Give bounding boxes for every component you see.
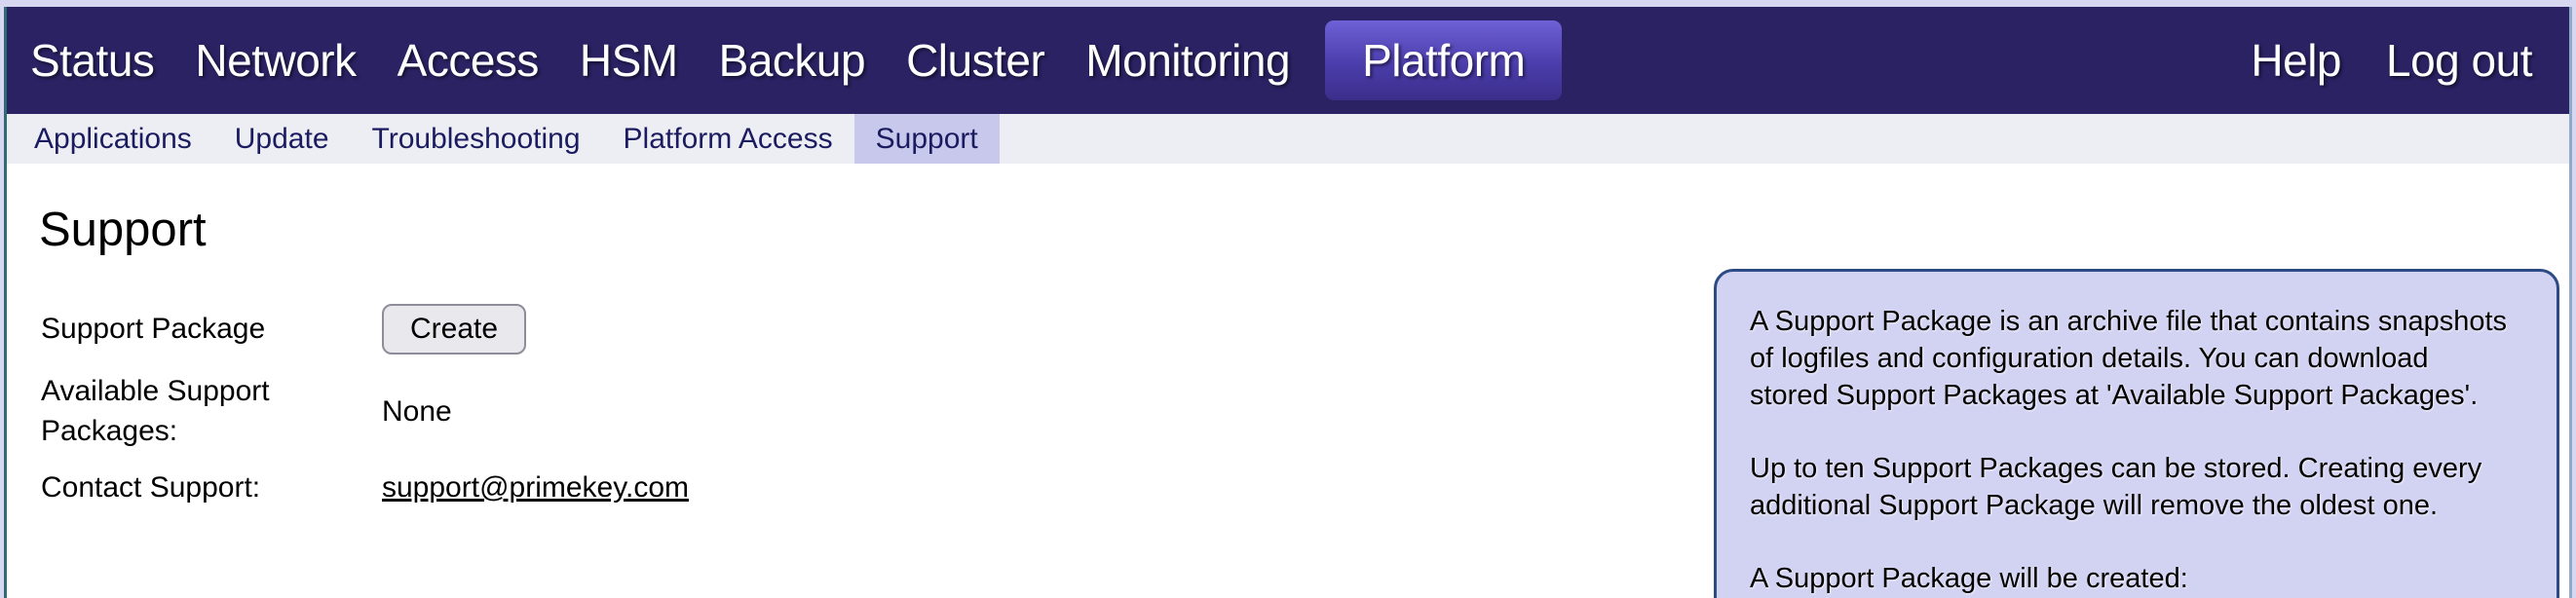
page-title: Support <box>39 204 207 256</box>
nav-item-hsm[interactable]: HSM <box>579 35 678 86</box>
support-package-label: Support Package <box>41 312 266 345</box>
nav-item-cluster[interactable]: Cluster <box>906 35 1045 86</box>
main-content: Support Support Package Create Available… <box>7 203 2569 598</box>
support-info-box: A Support Package is an archive file tha… <box>1714 269 2559 598</box>
support-form: Support Package Create Available Support… <box>41 304 2569 508</box>
topnav-right-group: Help Log out <box>2251 34 2544 87</box>
available-packages-value: None <box>382 394 452 428</box>
subnav-item-troubleshooting[interactable]: Troubleshooting <box>371 122 581 155</box>
info-paragraph-2: Up to ten Support Packages can be stored… <box>1750 453 2482 521</box>
create-button-cell: Create <box>382 304 2569 355</box>
nav-item-access[interactable]: Access <box>397 35 540 86</box>
create-button[interactable]: Create <box>382 304 527 355</box>
nav-item-monitoring[interactable]: Monitoring <box>1085 35 1291 86</box>
subnav-item-platform-access[interactable]: Platform Access <box>623 122 833 155</box>
sub-navigation-bar: Applications Update Troubleshooting Plat… <box>7 114 2569 164</box>
info-paragraph-3: A Support Package will be created: <box>1750 563 2188 594</box>
nav-item-platform[interactable]: Platform <box>1325 20 1563 100</box>
nav-item-status[interactable]: Status <box>30 35 155 86</box>
subnav-item-applications[interactable]: Applications <box>34 122 192 155</box>
nav-item-logout[interactable]: Log out <box>2386 35 2532 86</box>
subnav-item-update[interactable]: Update <box>234 122 329 155</box>
page-frame: Status Network Access HSM Backup Cluster… <box>4 7 2572 598</box>
nav-item-help[interactable]: Help <box>2251 35 2342 86</box>
available-packages-label: Available Support Packages: <box>41 375 270 447</box>
contact-support-link[interactable]: support@primekey.com <box>382 471 689 505</box>
top-navigation-bar: Status Network Access HSM Backup Cluster… <box>7 7 2569 114</box>
nav-item-network[interactable]: Network <box>195 35 357 86</box>
contact-support-label: Contact Support: <box>41 471 261 504</box>
nav-item-backup[interactable]: Backup <box>718 35 866 86</box>
subnav-item-support[interactable]: Support <box>853 114 1000 164</box>
info-paragraph-1: A Support Package is an archive file tha… <box>1750 306 2508 411</box>
